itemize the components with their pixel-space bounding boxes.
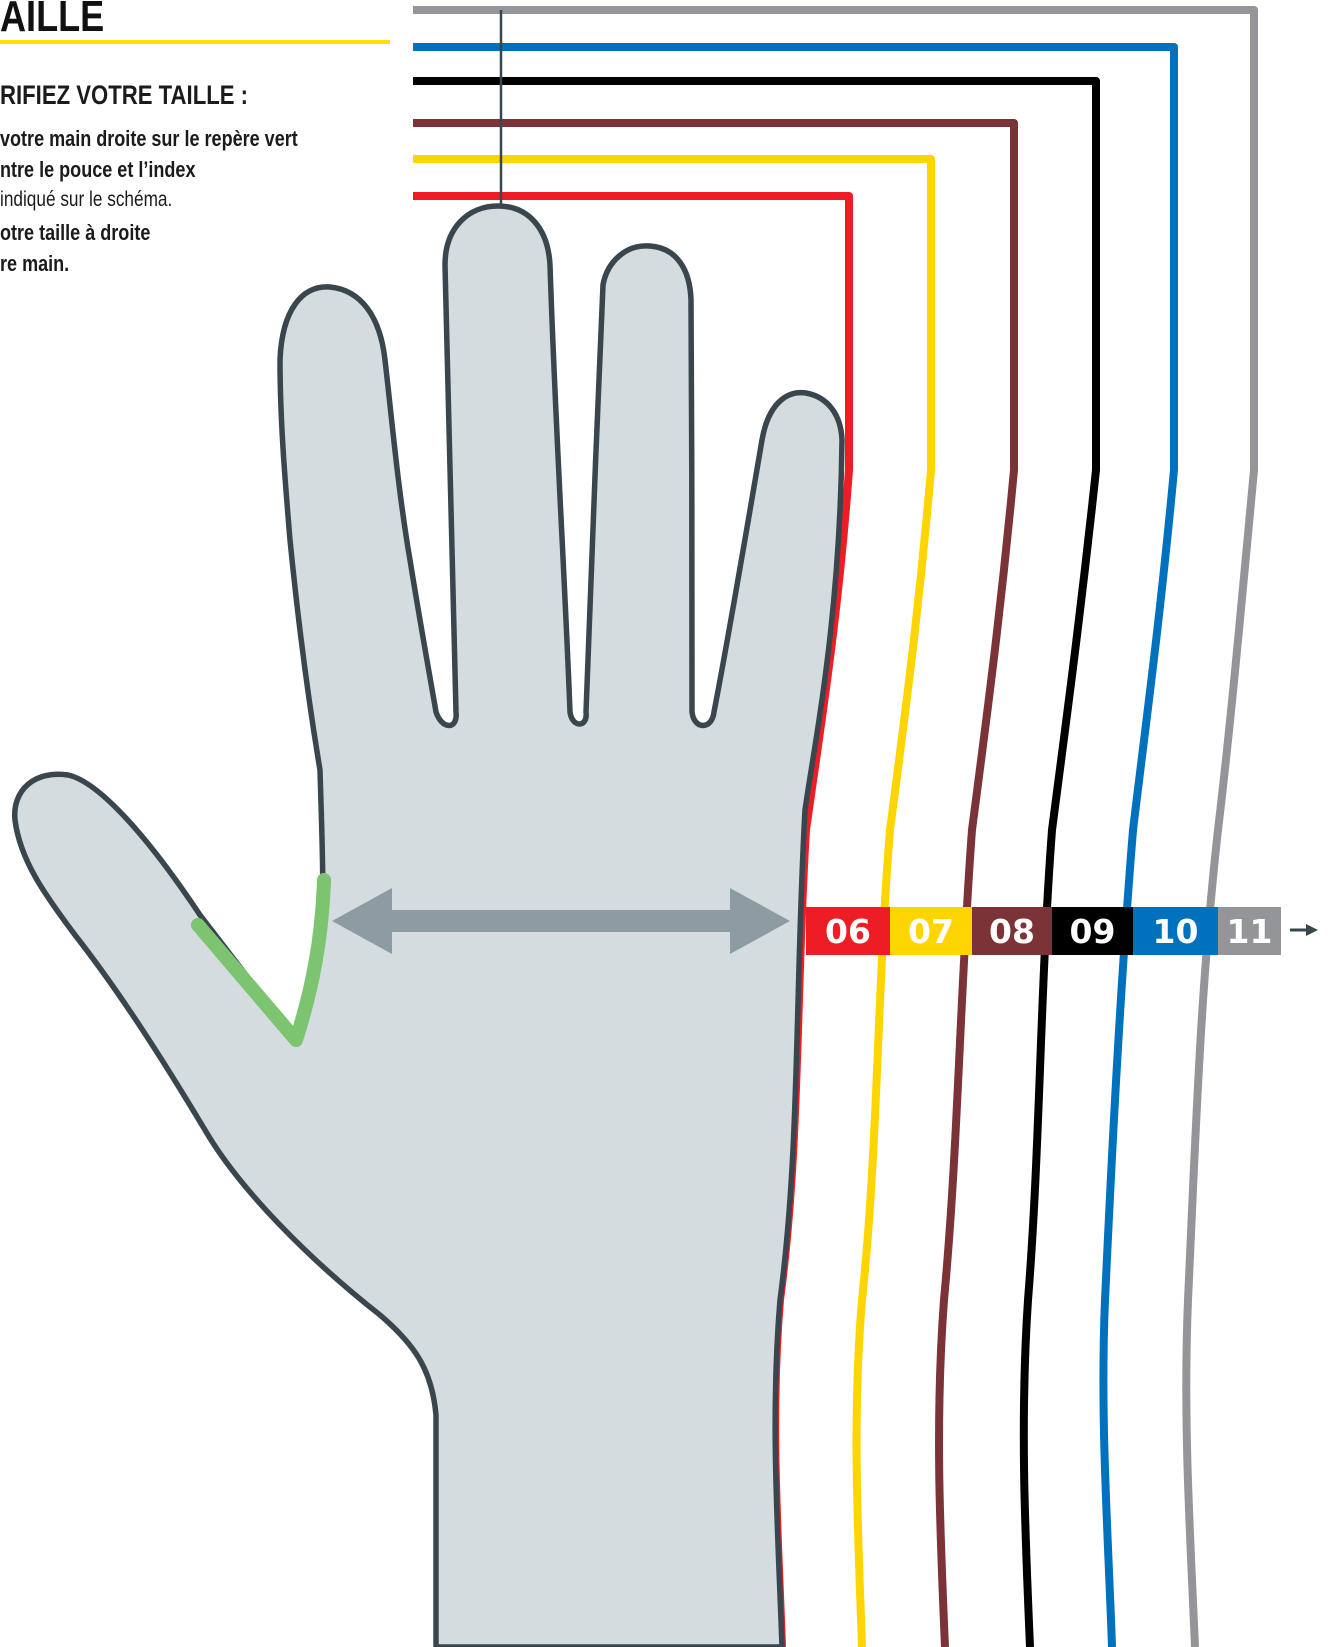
size-label-07: 07 — [908, 912, 954, 951]
size-label-11: 11 — [1227, 912, 1273, 951]
size-label-10: 10 — [1153, 912, 1199, 951]
size-label-08: 08 — [989, 912, 1035, 951]
size-label-09: 09 — [1070, 912, 1116, 951]
arrow-right-icon — [1290, 924, 1318, 936]
size-scale: 06 07 08 09 10 11 — [806, 907, 1281, 955]
size-label-06: 06 — [825, 912, 871, 951]
